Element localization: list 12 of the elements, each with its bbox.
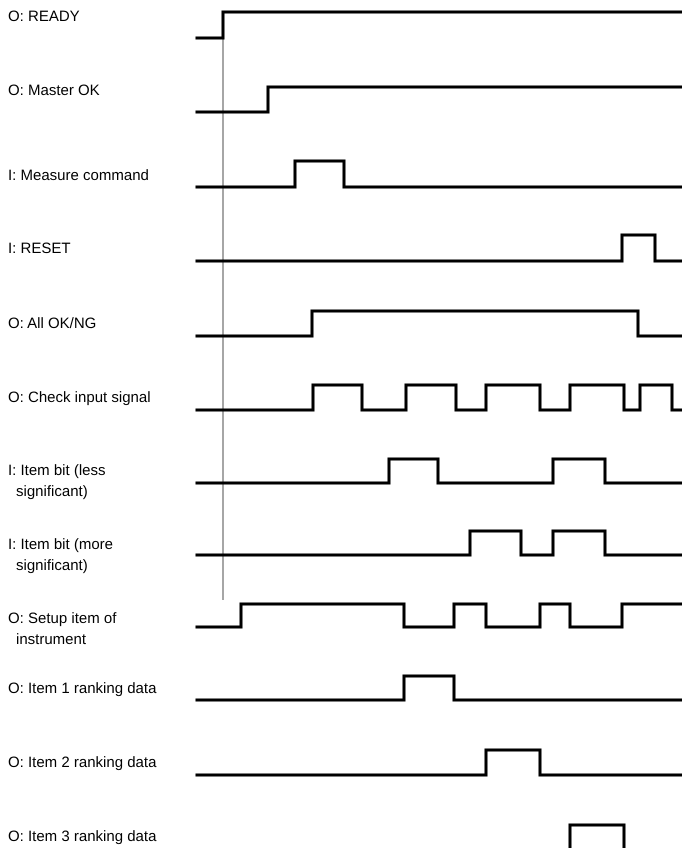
signal-label: O: Check input signal [8, 388, 152, 408]
signal-label: I: Item bit (more significant) [8, 535, 114, 576]
signal-label: I: RESET [8, 239, 72, 259]
signal-label: O: Item 1 ranking data [8, 679, 158, 699]
signal-label: O: All OK/NG [8, 314, 98, 334]
signal-label: O: Item 2 ranking data [8, 753, 158, 773]
signal-label: O: READY [8, 7, 81, 27]
signal-label: I: Item bit (less significant) [8, 461, 107, 502]
signal-label: O: Item 3 ranking data [8, 827, 158, 847]
signal-label: O: Setup item of instrument [8, 609, 118, 650]
signal-label: I: Measure command [8, 166, 150, 186]
signal-label: O: Master OK [8, 81, 101, 101]
